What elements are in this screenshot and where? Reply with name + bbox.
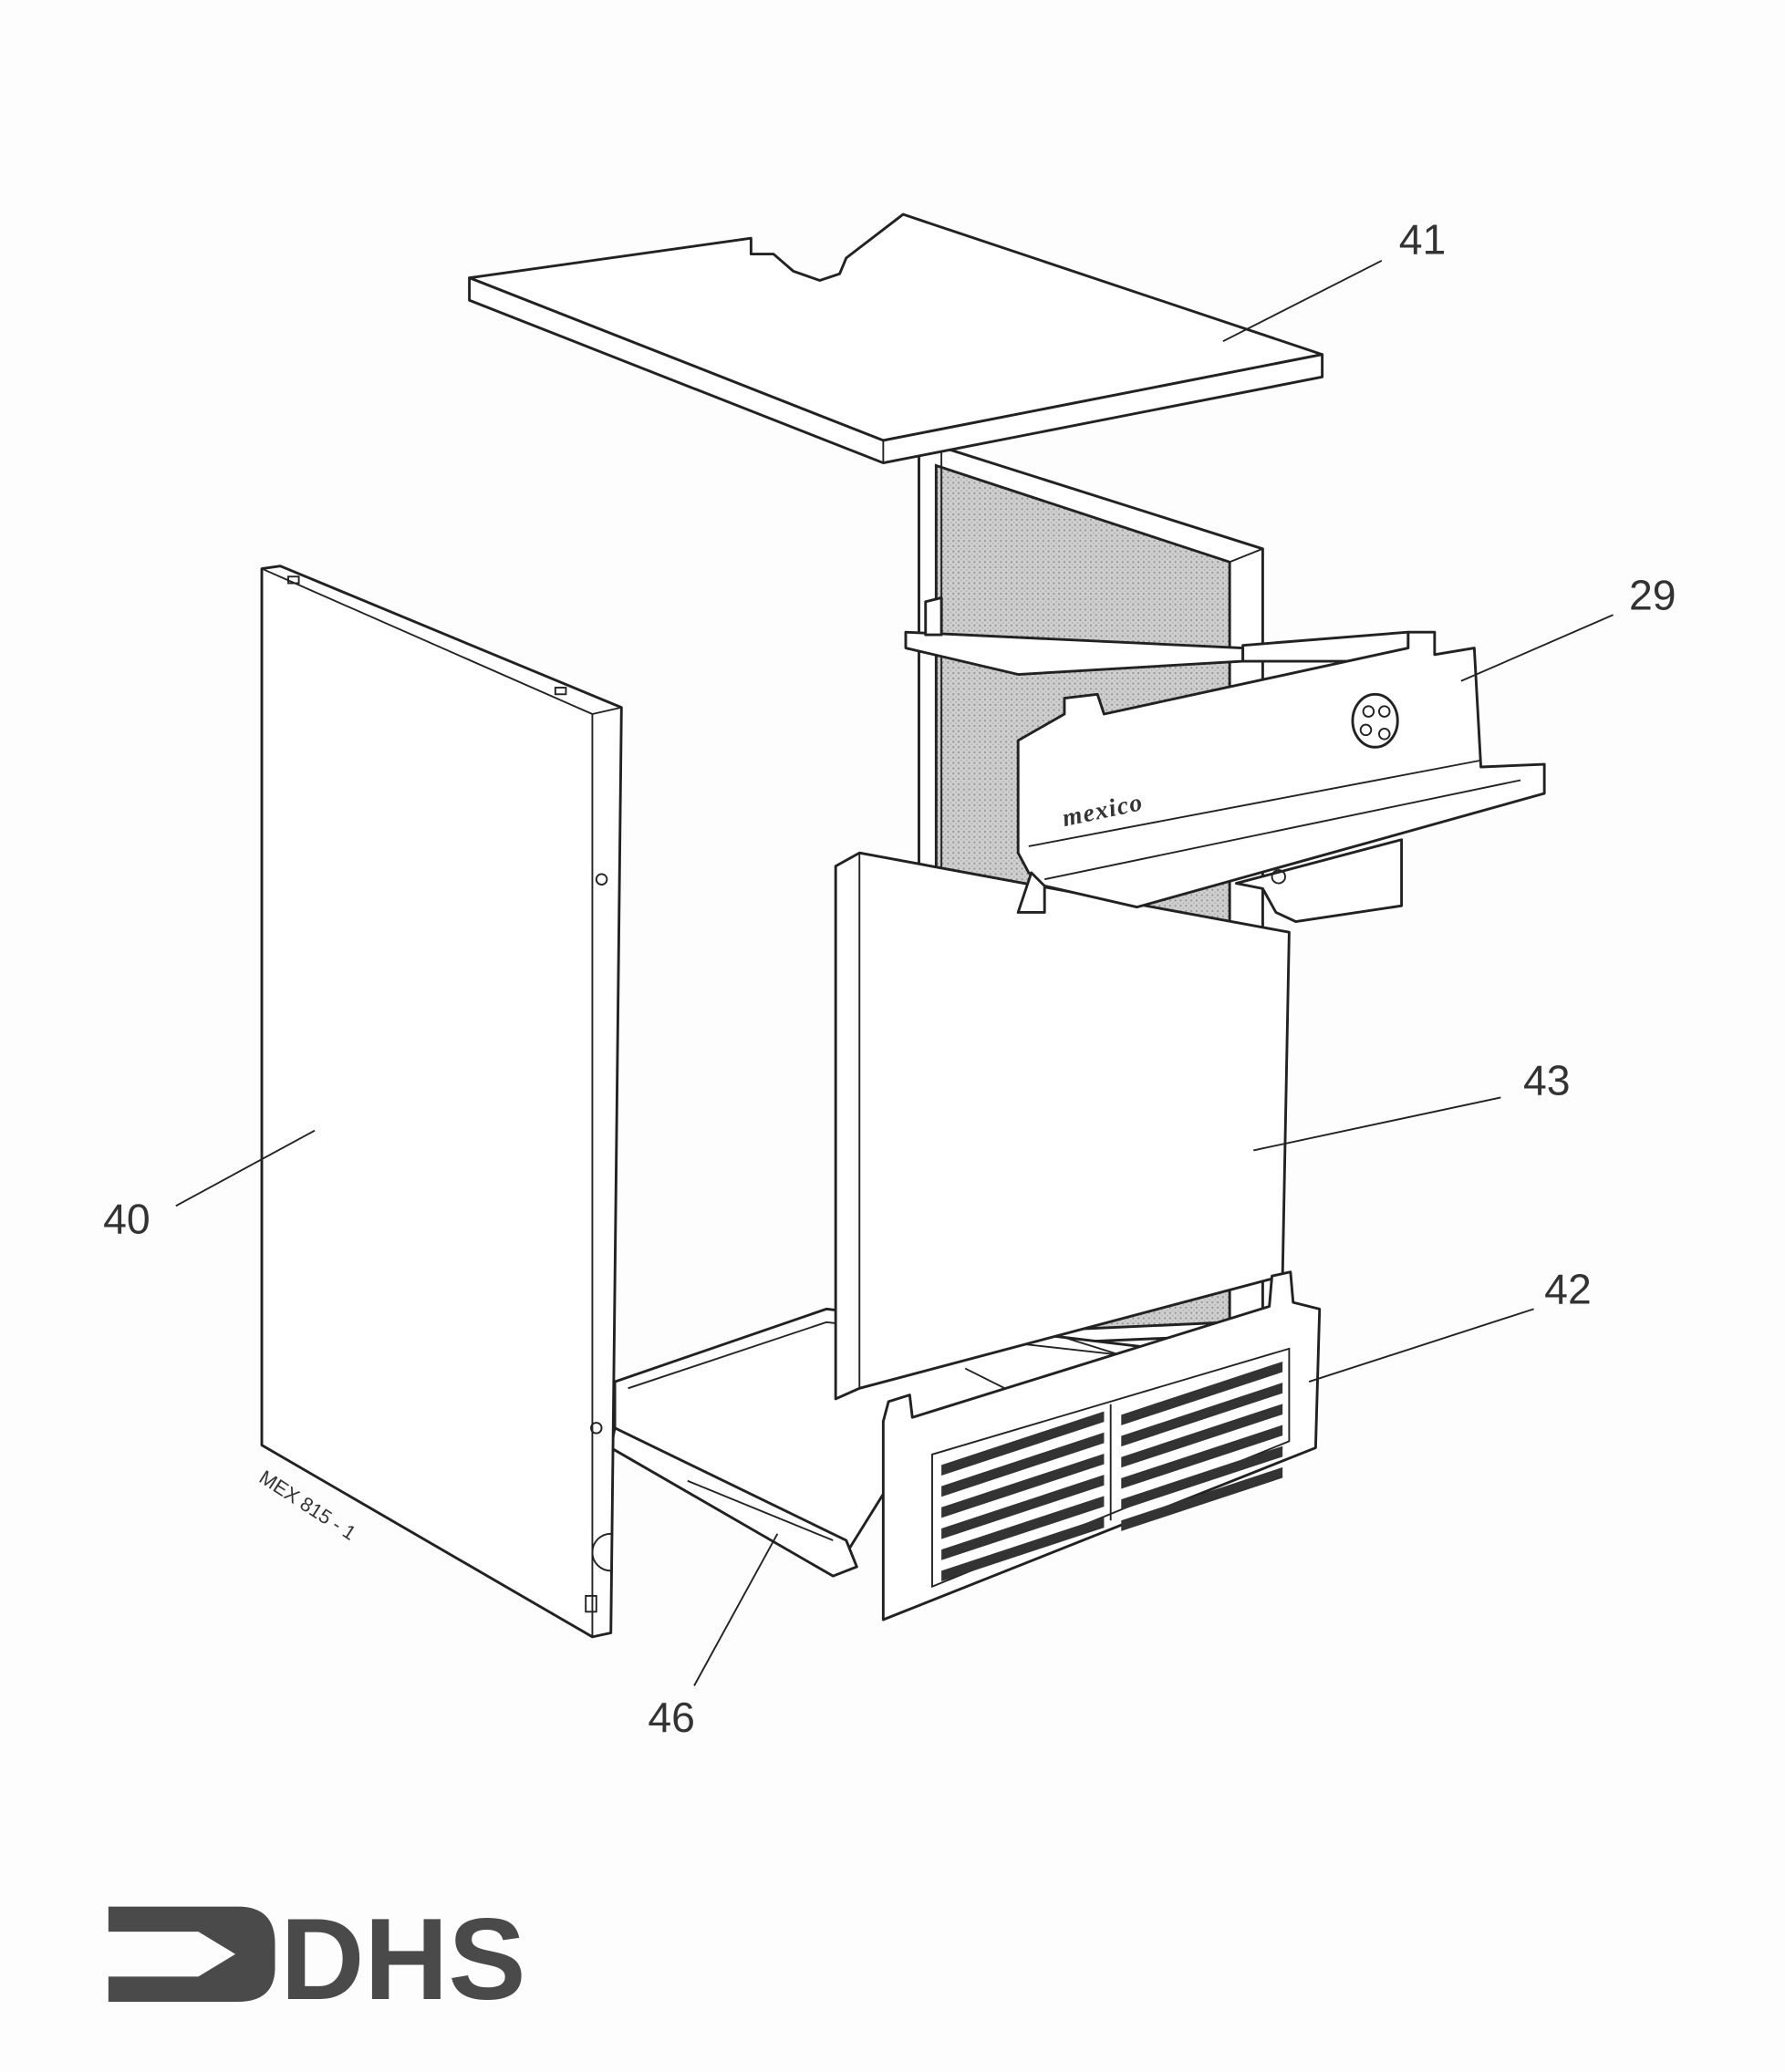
grille-louver: [941, 1453, 1105, 1518]
dhs-logo: DHS: [108, 1895, 526, 2025]
grille-part-42: [881, 1270, 1322, 1621]
grille-louver: [941, 1496, 1105, 1560]
logo-arrow-icon: [108, 1906, 275, 2002]
grille-louver: [1121, 1445, 1283, 1510]
grille-louver: [1121, 1466, 1283, 1531]
thermostat-knob-icon: [1351, 692, 1399, 749]
logo-text: DHS: [280, 1895, 525, 2025]
grille-louver: [1121, 1404, 1283, 1468]
part-label-42: 42: [1544, 1266, 1592, 1313]
grille-louver: [941, 1475, 1105, 1539]
top-panel-part-41: [468, 212, 1324, 465]
grille-louver: [1121, 1361, 1283, 1425]
part-label-43: 43: [1523, 1057, 1571, 1104]
part-label-29: 29: [1629, 571, 1676, 618]
part-label-41: 41: [1399, 216, 1447, 264]
grille-louver: [1121, 1424, 1283, 1489]
grille-louver: [941, 1411, 1105, 1476]
side-panel-part-40: MEX 815 - 1: [255, 565, 623, 1639]
grille-louver: [941, 1432, 1105, 1497]
leader-lines: [175, 259, 1614, 1686]
part-label-46: 46: [648, 1694, 695, 1741]
grille-louver: [941, 1517, 1105, 1581]
part-label-40: 40: [103, 1196, 150, 1243]
control-panel-part-29: mexico: [904, 596, 1546, 924]
grille-slats: [941, 1361, 1283, 1581]
grille-louver: [1121, 1383, 1283, 1447]
